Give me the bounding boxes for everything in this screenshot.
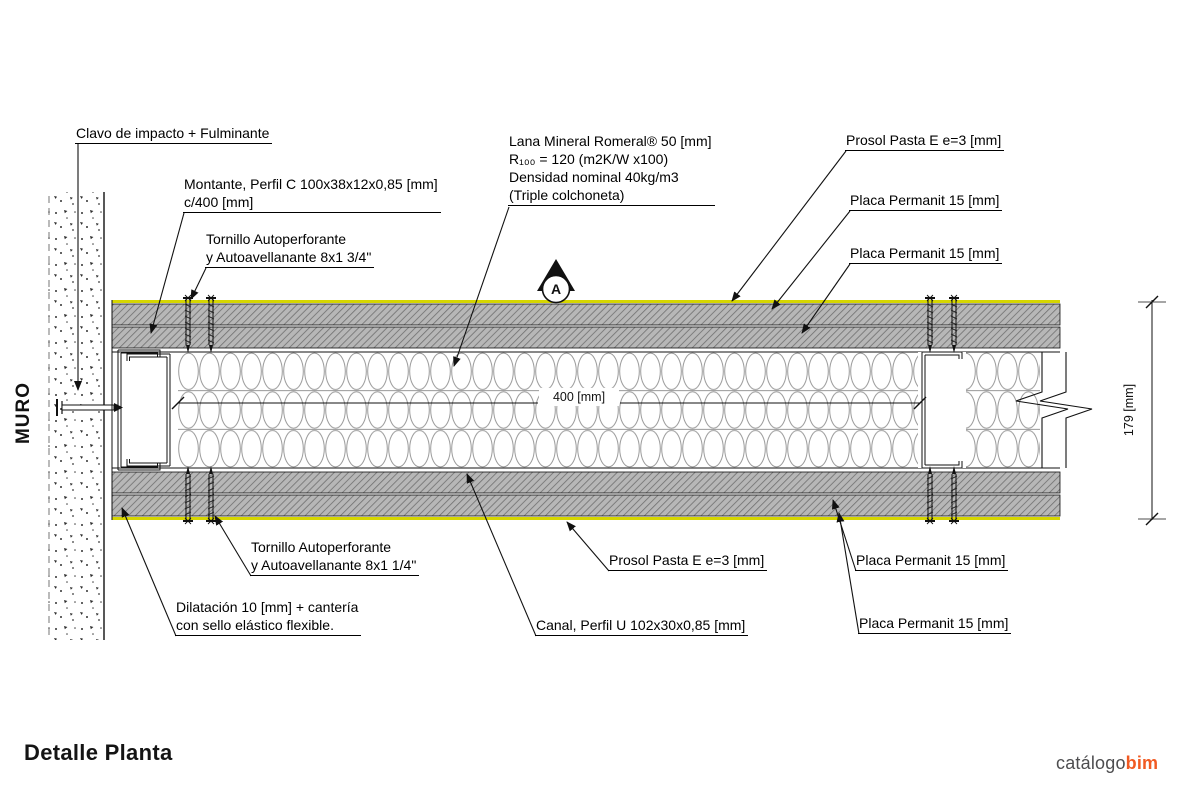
label-placa-bottom-2: Placa Permanit 15 [mm] — [858, 614, 1012, 634]
dim-179-text: 179 [mm] — [1122, 384, 1136, 436]
label-montante: Montante, Perfil C 100x38x12x0,85 [mm] c… — [183, 175, 441, 213]
muro-label: MURO — [13, 382, 34, 444]
label-text: Dilatación 10 [mm] + cantería — [176, 599, 359, 615]
label-text: c/400 [mm] — [184, 194, 254, 210]
label-text: Prosol Pasta E e=3 [mm] — [846, 132, 1002, 148]
label-clavo: Clavo de impacto + Fulminante — [75, 124, 273, 144]
label-tornillo-top: Tornillo Autoperforante y Autoavellanant… — [205, 230, 375, 268]
label-lana-mineral: Lana Mineral Romeral® 50 [mm] R₁₀₀ = 120… — [508, 132, 715, 206]
label-dilatacion: Dilatación 10 [mm] + cantería con sello … — [175, 598, 362, 636]
label-text: con sello elástico flexible. — [176, 617, 334, 633]
label-canal: Canal, Perfil U 102x30x0,85 [mm] — [535, 616, 749, 636]
logo-text-bim: bim — [1125, 753, 1159, 773]
label-text: y Autoavellanante 8x1 1/4" — [251, 557, 417, 573]
stud-left — [117, 349, 171, 471]
label-text: Canal, Perfil U 102x30x0,85 [mm] — [536, 617, 746, 633]
label-text: y Autoavellanante 8x1 3/4" — [206, 249, 372, 265]
label-text: (Triple colchoneta) — [509, 187, 625, 203]
label-prosol-top: Prosol Pasta E e=3 [mm] — [845, 131, 1005, 151]
logo-text-catalogo: catálogo — [1056, 753, 1126, 773]
prosol-line-bottom — [112, 517, 1060, 520]
label-text: Lana Mineral Romeral® 50 [mm] — [509, 133, 712, 149]
board-bottom-outer — [111, 494, 1061, 517]
label-placa-top-2: Placa Permanit 15 [mm] — [849, 244, 1003, 264]
label-placa-top-1: Placa Permanit 15 [mm] — [849, 191, 1003, 211]
leader-lines — [74, 143, 860, 637]
label-text: Placa Permanit 15 [mm] — [850, 192, 1000, 208]
prosol-line-top — [112, 300, 1060, 303]
label-text: Clavo de impacto + Fulminante — [76, 125, 270, 141]
section-marker-letter: A — [551, 281, 561, 297]
label-text: Tornillo Autoperforante — [251, 539, 392, 555]
board-bottom-inner — [111, 471, 1061, 494]
mineral-wool-insulation — [178, 352, 1040, 468]
label-text: Placa Permanit 15 [mm] — [856, 552, 1006, 568]
label-text: Prosol Pasta E e=3 [mm] — [609, 552, 765, 568]
dimension-179: 179 [mm] — [1122, 295, 1166, 526]
board-top-outer — [111, 303, 1061, 326]
section-marker: A — [537, 259, 575, 304]
label-text: Placa Permanit 15 [mm] — [859, 615, 1009, 631]
label-text: Densidad nominal 40kg/m3 — [509, 169, 679, 185]
label-text: Tornillo Autoperforante — [206, 231, 347, 247]
board-top-inner — [111, 326, 1061, 349]
dimension-400: 400 [mm] — [171, 388, 927, 410]
dim-400-text: 400 [mm] — [553, 390, 605, 404]
catalogobim-logo: catálogobim — [1056, 753, 1158, 774]
label-prosol-bottom: Prosol Pasta E e=3 [mm] — [608, 551, 768, 571]
break-symbol — [1015, 352, 1093, 468]
drawing-title: Detalle Planta — [24, 740, 173, 765]
label-tornillo-bottom: Tornillo Autoperforante y Autoavellanant… — [250, 538, 420, 576]
muro-wall: MURO — [13, 192, 105, 640]
stud-right — [918, 351, 966, 469]
label-text: R₁₀₀ = 120 (m2K/W x100) — [509, 151, 669, 167]
label-placa-bottom-1: Placa Permanit 15 [mm] — [855, 551, 1009, 571]
label-text: Montante, Perfil C 100x38x12x0,85 [mm] — [184, 176, 438, 192]
label-text: Placa Permanit 15 [mm] — [850, 245, 1000, 261]
